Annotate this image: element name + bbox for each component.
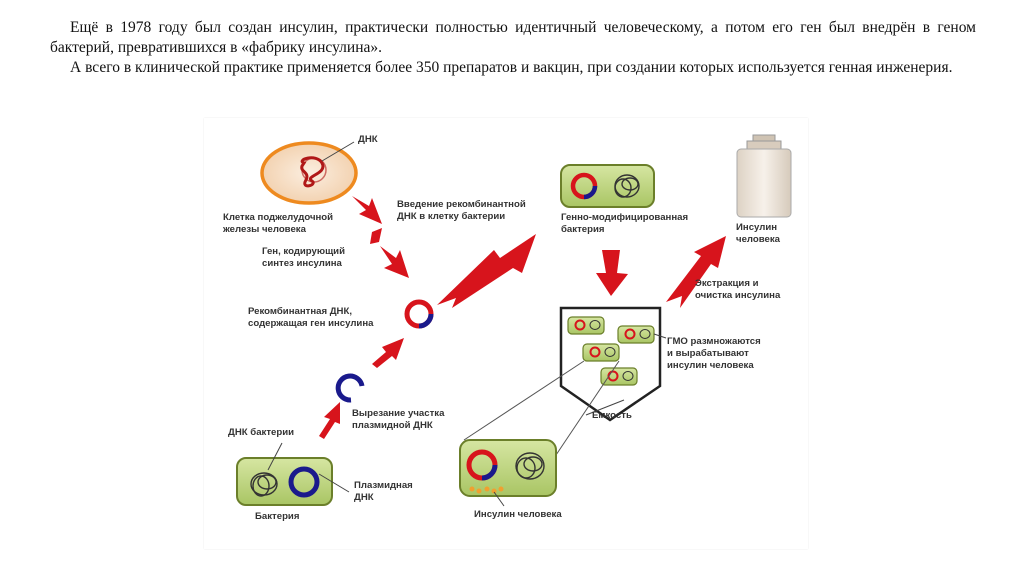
label-cut-plasmid: Вырезание участка плазмидной ДНК xyxy=(352,408,445,431)
label-insulin-human-bottom: Инсулин человека xyxy=(474,509,562,520)
label-insulin-gene: Ген, кодирующий синтез инсулина xyxy=(262,246,345,269)
label-insulin-vial: Инсулин человека xyxy=(736,222,780,245)
process-arrows xyxy=(319,196,726,439)
arrow-bacteria-to-plasmid xyxy=(319,402,340,439)
paragraph-1: Ещё в 1978 году был создан инсулин, прак… xyxy=(50,19,976,56)
recombinant-dna-ring xyxy=(404,299,434,329)
arrow-gene-to-recombinant xyxy=(380,246,409,278)
insulin-production-diagram: ДНК Клетка поджелудочной железы человека… xyxy=(204,118,808,549)
label-container: Емкость xyxy=(592,410,632,421)
label-plasmid-dna: Плазмидная ДНК xyxy=(354,480,413,503)
cut-plasmid-ring xyxy=(335,373,365,403)
pancreas-cell xyxy=(260,141,358,205)
container-vessel xyxy=(463,306,667,459)
gm-bacterium xyxy=(560,164,655,208)
arrow-cell-to-gene xyxy=(352,196,382,224)
label-pancreas-cell: Клетка поджелудочной железы человека xyxy=(223,212,334,235)
label-gmo-multiply: ГМО размножаются и вырабатывают инсулин … xyxy=(667,336,761,371)
label-gm-bacteria: Генно-модифицированная бактерия xyxy=(561,212,689,235)
insulin-vial xyxy=(736,134,792,218)
label-recombinant-dna: Рекомбинантная ДНК, содержащая ген инсул… xyxy=(248,306,374,329)
label-bacterium: Бактерия xyxy=(255,511,300,522)
arrow-container-to-vial xyxy=(666,236,726,308)
paragraph-2: А всего в клинической практике применяет… xyxy=(70,59,953,76)
label-introduction: Введение рекомбинантной ДНК в клетку бак… xyxy=(397,199,526,222)
text-block: Ещё в 1978 году был создан инсулин, прак… xyxy=(50,18,976,78)
label-bacterial-dna: ДНК бактерии xyxy=(228,427,295,438)
label-dna-human: ДНК xyxy=(358,134,378,145)
label-extraction: Экстракция и очистка инсулина xyxy=(695,278,781,301)
bacterium xyxy=(236,442,350,506)
arrow-gm-to-container xyxy=(596,250,628,296)
zoomed-gm-bacterium xyxy=(459,439,557,507)
arrow-to-gm-bacteria xyxy=(437,234,536,308)
insulin-molecules xyxy=(469,486,504,494)
arrow-gene-fragment xyxy=(370,228,382,244)
diagram-graphics xyxy=(236,134,792,507)
arrow-plasmid-to-recombinant xyxy=(372,338,404,368)
